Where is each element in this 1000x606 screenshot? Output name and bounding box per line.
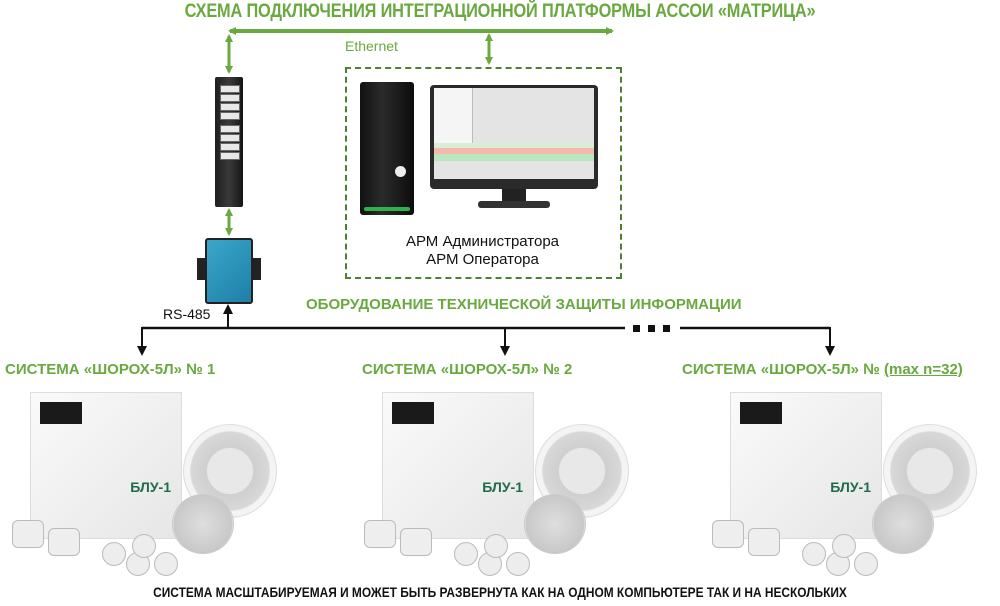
system-n-label-text: СИСТЕМА «ШОРОХ-5Л» № (682, 361, 884, 378)
blu-device-label: БЛУ-1 (482, 479, 523, 495)
system-2-label: СИСТЕМА «ШОРОХ-5Л» № 2 (362, 361, 573, 378)
footer-note: СИСТЕМА МАСШТАБИРУЕМАЯ И МОЖЕТ БЫТЬ РАЗВ… (153, 584, 847, 600)
system-n-equipment-image: БЛУ-1 (700, 384, 1000, 576)
arm-admin-label: АРМ Администратора (405, 233, 560, 250)
workstation-caption: АРМ Администратора АРМ Оператора (345, 233, 620, 269)
system-1-equipment-image: БЛУ-1 (0, 384, 300, 576)
rs485-label: RS-485 (163, 306, 211, 322)
system-1-label: СИСТЕМА «ШОРОХ-5Л» № 1 (5, 361, 216, 378)
system-n-label: СИСТЕМА «ШОРОХ-5Л» № (max n=32) (682, 361, 963, 378)
rs485-converter-image (197, 238, 261, 304)
workstation-group (345, 67, 622, 279)
monitor-image (430, 85, 598, 208)
ethernet-label: Ethernet (345, 38, 398, 54)
network-switch-image (215, 77, 243, 207)
system-2-equipment-image: БЛУ-1 (352, 384, 652, 576)
pc-tower-image (360, 82, 414, 215)
equipment-label: ОБОРУДОВАНИЕ ТЕХНИЧЕСКОЙ ЗАЩИТЫ ИНФОРМАЦ… (306, 296, 742, 313)
diagram-title: СХЕМА ПОДКЛЮЧЕНИЯ ИНТЕГРАЦИОННОЙ ПЛАТФОР… (184, 1, 816, 22)
blu-device-label: БЛУ-1 (130, 479, 171, 495)
blu-device-label: БЛУ-1 (830, 479, 871, 495)
max-n-note: (max n=32) (884, 361, 963, 378)
arm-operator-label: АРМ Оператора (426, 251, 539, 268)
